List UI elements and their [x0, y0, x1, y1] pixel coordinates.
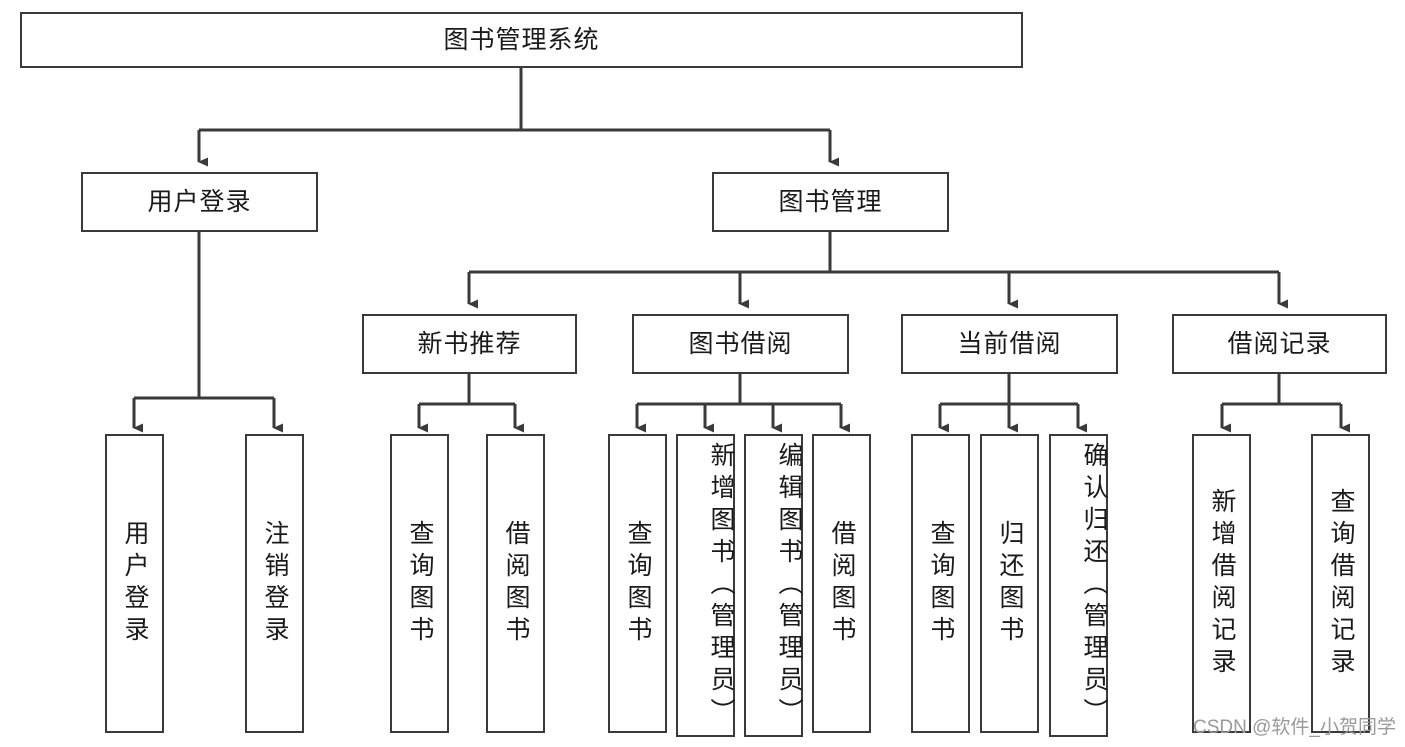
node-label: 新增借阅记录 [1208, 487, 1236, 680]
leaf-query-book-borrow[interactable]: 查询图书 [608, 434, 667, 733]
leaf-query-book-current[interactable]: 查询图书 [911, 434, 970, 733]
leaf-add-book-admin[interactable]: 新增图书（管理员） [676, 434, 735, 737]
node-label: 归还图书 [996, 519, 1024, 648]
node-label: 查询图书 [927, 519, 955, 648]
node-label: 新增图书（管理员） [707, 441, 735, 730]
node-label: 注销登录 [261, 519, 289, 648]
node-label: 查询借阅记录 [1327, 487, 1355, 680]
node-label: 新书推荐 [417, 330, 522, 358]
node-book-management[interactable]: 图书管理 [712, 172, 949, 232]
node-label: 用户登录 [121, 519, 149, 648]
leaf-return-book[interactable]: 归还图书 [980, 434, 1039, 733]
watermark-text: CSDN @软件_小贺同学 [1193, 717, 1396, 738]
node-label: 图书管理系统 [443, 26, 600, 54]
leaf-logout[interactable]: 注销登录 [245, 434, 304, 733]
leaf-query-borrow-record[interactable]: 查询借阅记录 [1311, 434, 1370, 733]
leaf-user-login[interactable]: 用户登录 [105, 434, 164, 733]
leaf-edit-book-admin[interactable]: 编辑图书（管理员） [744, 434, 803, 737]
node-label: 查询图书 [406, 519, 434, 648]
leaf-confirm-return-admin[interactable]: 确认归还（管理员） [1049, 434, 1108, 737]
node-label: 借阅记录 [1227, 330, 1332, 358]
leaf-add-borrow-record[interactable]: 新增借阅记录 [1192, 434, 1251, 733]
node-root-system[interactable]: 图书管理系统 [20, 12, 1023, 68]
node-label: 借阅图书 [828, 519, 856, 648]
node-label: 确认归还（管理员） [1080, 441, 1108, 730]
node-label: 查询图书 [624, 519, 652, 648]
node-label: 借阅图书 [502, 519, 530, 648]
node-borrow-record[interactable]: 借阅记录 [1172, 314, 1387, 374]
node-new-book-recommend[interactable]: 新书推荐 [362, 314, 577, 374]
node-label: 用户登录 [147, 188, 252, 216]
node-user-login[interactable]: 用户登录 [81, 172, 318, 232]
node-label: 编辑图书（管理员） [775, 441, 803, 730]
node-label: 图书管理 [778, 188, 883, 216]
node-label: 图书借阅 [688, 330, 793, 358]
leaf-borrow-book[interactable]: 借阅图书 [812, 434, 871, 733]
node-book-borrow[interactable]: 图书借阅 [632, 314, 849, 374]
leaf-borrow-book-recommend[interactable]: 借阅图书 [486, 434, 545, 733]
node-label: 当前借阅 [957, 330, 1062, 358]
leaf-query-book-recommend[interactable]: 查询图书 [390, 434, 449, 733]
node-current-borrow[interactable]: 当前借阅 [901, 314, 1118, 374]
